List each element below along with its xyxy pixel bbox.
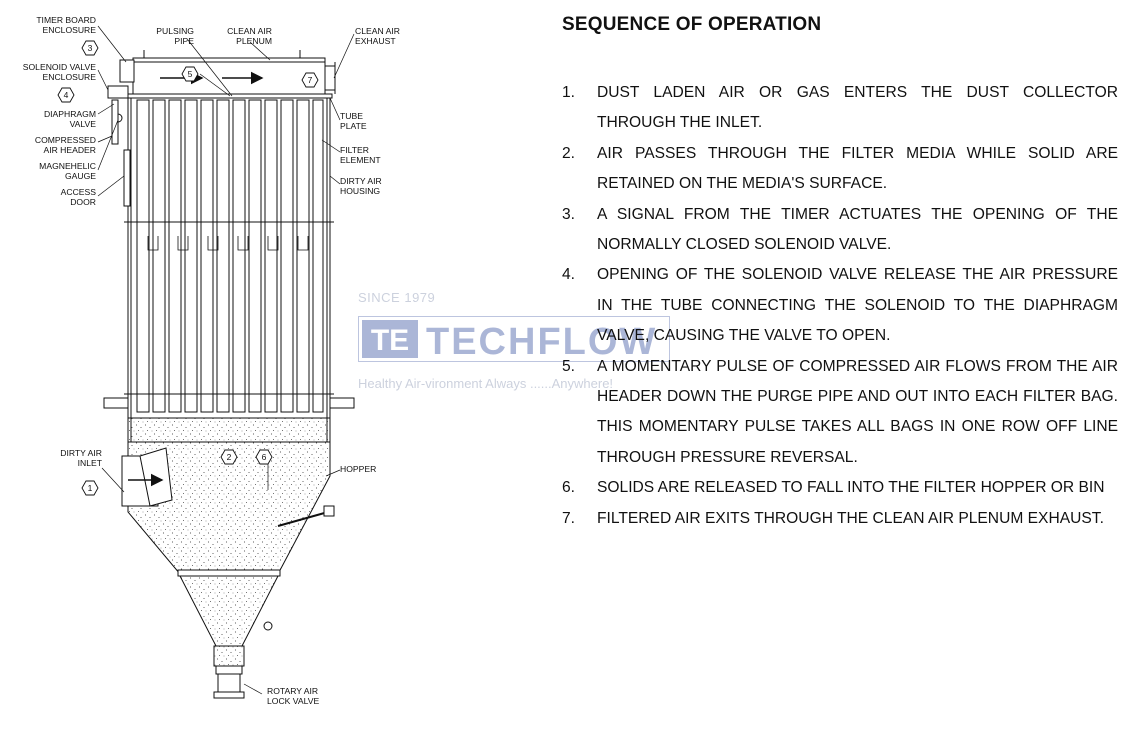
step-text: OPENING OF THE SOLENOID VALVE RELEASE TH…: [597, 266, 1118, 345]
compressed-air-header: [111, 99, 119, 145]
filter-elements: [136, 99, 324, 413]
rotary-air-lock-valve: [215, 665, 243, 675]
step-text: SOLIDS ARE RELEASED TO FALL INTO THE FIL…: [597, 479, 1105, 497]
step-item: 5. A MOMENTARY PULSE OF COMPRESSED AIR FL…: [562, 352, 1118, 474]
callout-hexagon: [255, 449, 273, 465]
step-item: 2. AIR PASSES THROUGH THE FILTER MEDIA WH…: [562, 139, 1118, 200]
step-item: 3. A SIGNAL FROM THE TIMER ACTUATES THE O…: [562, 200, 1118, 261]
watermark-brand: TECHFLOW: [426, 321, 657, 362]
step-number: 2.: [562, 144, 576, 162]
steps-list: 1. DUST LADEN AIR OR GAS ENTERS THE DUST …: [562, 78, 1118, 534]
step-text: A SIGNAL FROM THE TIMER ACTUATES THE OPE…: [597, 205, 1118, 254]
timer-board-enclosure: [119, 59, 135, 83]
step-text: AIR PASSES THROUGH THE FILTER MEDIA WHIL…: [597, 144, 1118, 193]
callouts: [57, 40, 319, 496]
access-door: [123, 149, 131, 207]
step-number: 1.: [562, 84, 576, 101]
page-title: SEQUENCE OF OPERATION: [562, 14, 822, 35]
callout-hexagon: [81, 40, 99, 56]
callout-hexagon: [181, 66, 199, 82]
callout-2: 2: [227, 452, 232, 462]
step-item: 1. DUST LADEN AIR OR GAS ENTERS THE DUST …: [562, 78, 1118, 139]
callout-4: 4: [64, 90, 69, 100]
step-text: A MOMENTARY PULSE OF COMPRESSED AIR FLOW…: [597, 357, 1118, 466]
callout-6: 6: [262, 452, 267, 462]
step-text: FILTERED AIR EXITS THROUGH THE CLEAN AIR…: [597, 509, 1104, 527]
step-number: 5.: [562, 357, 576, 375]
sequence-panel: SEQUENCE OF OPERATION 1. DUST LADEN AIR O…: [562, 14, 1118, 534]
callout-1: 1: [88, 483, 93, 493]
callout-hexagon: [57, 87, 75, 103]
watermark-since: SINCE 1979: [358, 290, 436, 305]
solenoid-valve-enclosure: [107, 85, 129, 99]
techflow-watermark: SINCE 1979 TE TECHFLOW Healthy Air-viron…: [356, 290, 674, 398]
callout-hexagon: [301, 72, 319, 88]
step-number: 4.: [562, 266, 576, 284]
callout-3: 3: [88, 43, 93, 53]
callout-5: 5: [188, 69, 193, 79]
svg-text:TE: TE: [371, 324, 409, 357]
dirty-air-plenum-zone: [127, 417, 331, 443]
callout-hexagon: [220, 449, 238, 465]
lower-hopper: [179, 575, 279, 647]
step-number: 6.: [562, 479, 576, 497]
techflow-logo: TE TECHFLOW: [358, 316, 670, 362]
tube-plate: [125, 93, 333, 99]
callout-7: 7: [308, 75, 313, 85]
step-text: DUST LADEN AIR OR GAS ENTERS THE DUST CO…: [597, 84, 1118, 132]
step-item: 6. SOLIDS ARE RELEASED TO FALL INTO THE F…: [562, 473, 1118, 503]
clean-air-plenum: [132, 57, 326, 95]
step-number: 7.: [562, 509, 576, 527]
callout-hexagon: [81, 480, 99, 496]
step-item: 4. OPENING OF THE SOLENOID VALVE RELEASE …: [562, 260, 1118, 351]
step-number: 3.: [562, 205, 576, 223]
watermark-slogan: Healthy Air-vironment Always ......Anywh…: [358, 376, 614, 391]
step-item: 7. FILTERED AIR EXITS THROUGH THE CLEAN A…: [562, 504, 1118, 534]
label-hopper: HOPPER: [340, 464, 376, 474]
